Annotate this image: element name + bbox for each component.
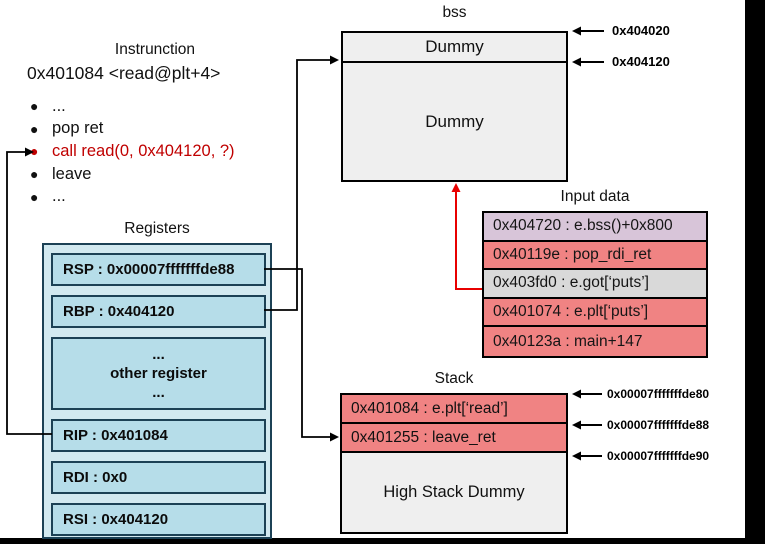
input-data-row: 0x403fd0 : e.got[‘puts’] xyxy=(484,270,706,299)
instruction-item-label: pop ret xyxy=(52,119,104,138)
stack-row-high-dummy: High Stack Dummy xyxy=(342,453,566,532)
bullet-icon: ● xyxy=(30,143,39,160)
other-register-line: ... xyxy=(152,384,165,401)
stack-row: 0x401255 : leave_ret xyxy=(342,424,566,453)
bss-title: bss xyxy=(442,4,467,21)
register-row-rsi: RSI : 0x404120 xyxy=(51,503,266,536)
instruction-item: ● leave xyxy=(30,163,235,186)
stack-title: Stack xyxy=(434,370,474,387)
bss-address-label: 0x404120 xyxy=(612,54,670,69)
stack-row: 0x401084 : e.plt[‘read’] xyxy=(342,395,566,424)
input-data-row: 0x404720 : e.bss()+0x800 xyxy=(484,213,706,242)
bss-row-dummy-large: Dummy xyxy=(425,111,484,131)
input-data-box: 0x404720 : e.bss()+0x800 0x40119e : pop_… xyxy=(482,211,708,358)
stack-box: 0x401084 : e.plt[‘read’] 0x401255 : leav… xyxy=(340,393,568,534)
bullet-icon: ● xyxy=(30,188,39,205)
registers-title: Registers xyxy=(124,220,190,237)
stack-address-label: 0x00007fffffffde88 xyxy=(607,418,710,432)
instruction-item-label: call read(0, 0x404120, ?) xyxy=(52,141,235,160)
instruction-title: Instrunction xyxy=(114,41,196,58)
register-row-rip: RIP : 0x401084 xyxy=(51,419,266,452)
input-data-row: 0x40119e : pop_rdi_ret xyxy=(484,241,706,271)
input-data-row: 0x40123a : main+147 xyxy=(484,327,706,356)
bss-row-dummy-small: Dummy xyxy=(343,33,566,63)
instruction-item: ● pop ret xyxy=(30,118,235,141)
registers-box: RSP : 0x00007fffffffde88 RBP : 0x404120 … xyxy=(42,243,272,539)
bss-address-label: 0x404020 xyxy=(612,23,670,38)
instruction-item: ● ... xyxy=(30,185,235,208)
register-row-rdi: RDI : 0x0 xyxy=(51,461,266,494)
stack-address-label: 0x00007fffffffde80 xyxy=(607,387,710,401)
bullet-icon: ● xyxy=(30,98,39,115)
instruction-item-label: ... xyxy=(52,96,66,115)
instruction-item: ● ... xyxy=(30,95,235,118)
instruction-item-highlighted: ● call read(0, 0x404120, ?) xyxy=(30,140,235,163)
bullet-icon: ● xyxy=(30,166,39,183)
register-row-rbp: RBP : 0x404120 xyxy=(51,295,266,328)
instruction-item-label: leave xyxy=(52,164,92,183)
instruction-list: ● ... ● pop ret ● call read(0, 0x404120,… xyxy=(30,95,235,208)
instruction-address-header: 0x401084 <read@plt+4> xyxy=(27,63,221,83)
input-data-row: 0x401074 : e.plt[‘puts’] xyxy=(484,298,706,328)
other-register-line: ... xyxy=(152,346,165,363)
register-row-rsp: RSP : 0x00007fffffffde88 xyxy=(51,253,266,286)
bullet-icon: ● xyxy=(30,120,39,137)
input-data-title: Input data xyxy=(560,188,630,205)
bss-box: Dummy Dummy xyxy=(341,31,568,182)
instruction-item-label: ... xyxy=(52,187,66,206)
stack-address-label: 0x00007fffffffde90 xyxy=(607,449,710,463)
register-row-other: ... other register ... xyxy=(51,337,266,410)
other-register-line: other register xyxy=(110,365,207,382)
